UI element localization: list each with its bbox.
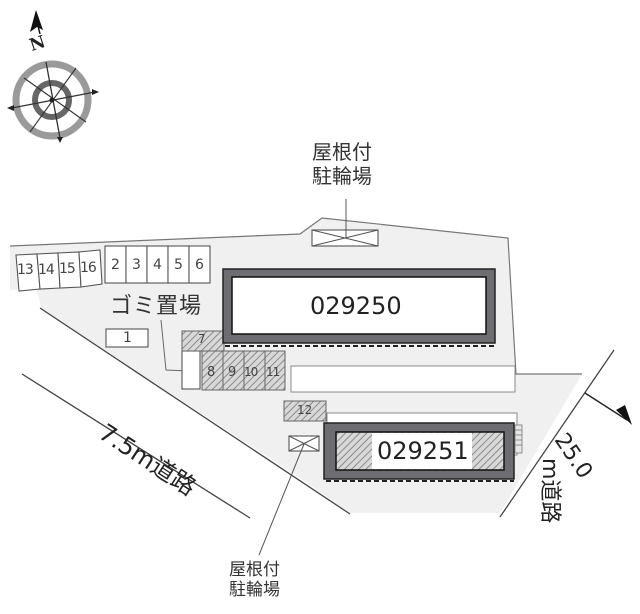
parking-slot-label: 12: [297, 403, 313, 417]
parking-slanted-row: [15, 249, 103, 292]
garbage-area-box: [181, 350, 201, 390]
parking-slot-label: 11: [266, 365, 280, 379]
parking-slot-12: [283, 400, 327, 422]
parking-slot-label: 1: [123, 330, 132, 346]
building-029250-label: 029250: [310, 292, 402, 320]
road-7-5m-edge-upper: [39, 307, 351, 515]
parking-hatched-row: [201, 350, 286, 391]
parking-slot-label: 9: [228, 365, 237, 380]
garbage-area-label: ゴミ置場: [110, 294, 203, 319]
lot-boundary: [9, 217, 517, 375]
road-25m-edge: [499, 349, 615, 518]
parking-slot-label: 2: [111, 257, 120, 273]
compass-rose-icon: [7, 60, 99, 143]
road-7-5m-edge-lower: [21, 373, 251, 519]
north-arrow-icon: [30, 10, 43, 32]
parking-slot-label: 3: [132, 257, 141, 273]
parking-slot-label: 4: [153, 257, 162, 273]
bicycle-parking-top: [311, 199, 379, 247]
parking-slot-label: 10: [244, 365, 258, 379]
bicycle-parking-top-label: 屋根付 駐輪場: [312, 140, 372, 188]
building-029251-label: 029251: [377, 437, 469, 465]
bicycle-parking-bottom-label: 屋根付 駐輪場: [229, 560, 280, 601]
parking-slot-label: 13: [17, 262, 34, 278]
arrow-icon: [616, 405, 632, 425]
parking-slot-1: [105, 328, 149, 348]
parking-slot-label: 14: [38, 262, 55, 278]
bicycle-parking-bottom: [258, 435, 320, 556]
parking-top-row: [104, 245, 211, 284]
parking-slot-label: 6: [195, 257, 204, 273]
parking-slot-label: 7: [198, 332, 206, 346]
parking-slot-label: 8: [207, 365, 216, 380]
road-25m-label-unit: m道路: [537, 458, 562, 524]
parking-slot-label: 5: [174, 257, 183, 273]
parking-slot-label: 15: [59, 261, 76, 277]
parking-slot-label: 16: [80, 260, 97, 276]
